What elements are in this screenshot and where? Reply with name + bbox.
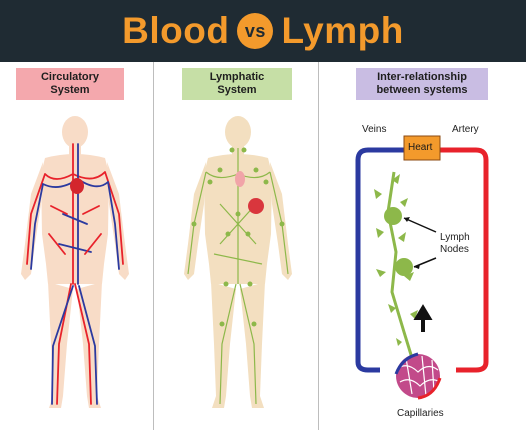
capillaries-label: Capillaries [397,408,444,419]
veins-label: Veins [362,124,387,135]
vs-badge: vs [237,13,274,49]
divider-right [318,62,319,430]
inter-relationship-diagram [355,135,489,400]
lymph-nodes-label-line2: Nodes [440,244,469,255]
lymphatic-system-label: Lymphatic System [182,68,292,100]
circulatory-label-line1: Circulatory [40,71,100,83]
illustrations [21,116,489,408]
page-title: Blood vs Lymph [122,10,404,52]
lymphatic-body-figure [184,116,292,408]
lymph-node-lower [395,258,413,276]
divider-left [153,62,154,430]
inter-label-line1: Inter-relationship [377,71,467,83]
lymphatic-label-line1: Lymphatic [209,71,265,83]
inter-label-line2: between systems [376,84,468,96]
lymph-node-upper [384,207,402,225]
title-lymph: Lymph [281,10,404,51]
vein-path [355,147,404,373]
title-blood: Blood [122,10,230,51]
circulatory-system-label: Circulatory System [16,68,124,100]
lymphatic-label-line2: System [217,84,257,96]
heart-label: Heart [408,142,433,153]
header-banner: Blood vs Lymph [0,0,526,62]
circulatory-label-line2: System [50,84,90,96]
inter-relationship-label: Inter-relationship between systems [356,68,488,100]
circulatory-body-figure [21,116,129,408]
heart-box [403,135,441,161]
panels: Circulatory System Lymphatic System Inte… [0,62,526,432]
lymph-nodes-label-line1: Lymph [440,232,470,243]
flow-arrow [413,304,433,332]
artery-label: Artery [452,124,479,135]
artery-path [440,147,489,373]
